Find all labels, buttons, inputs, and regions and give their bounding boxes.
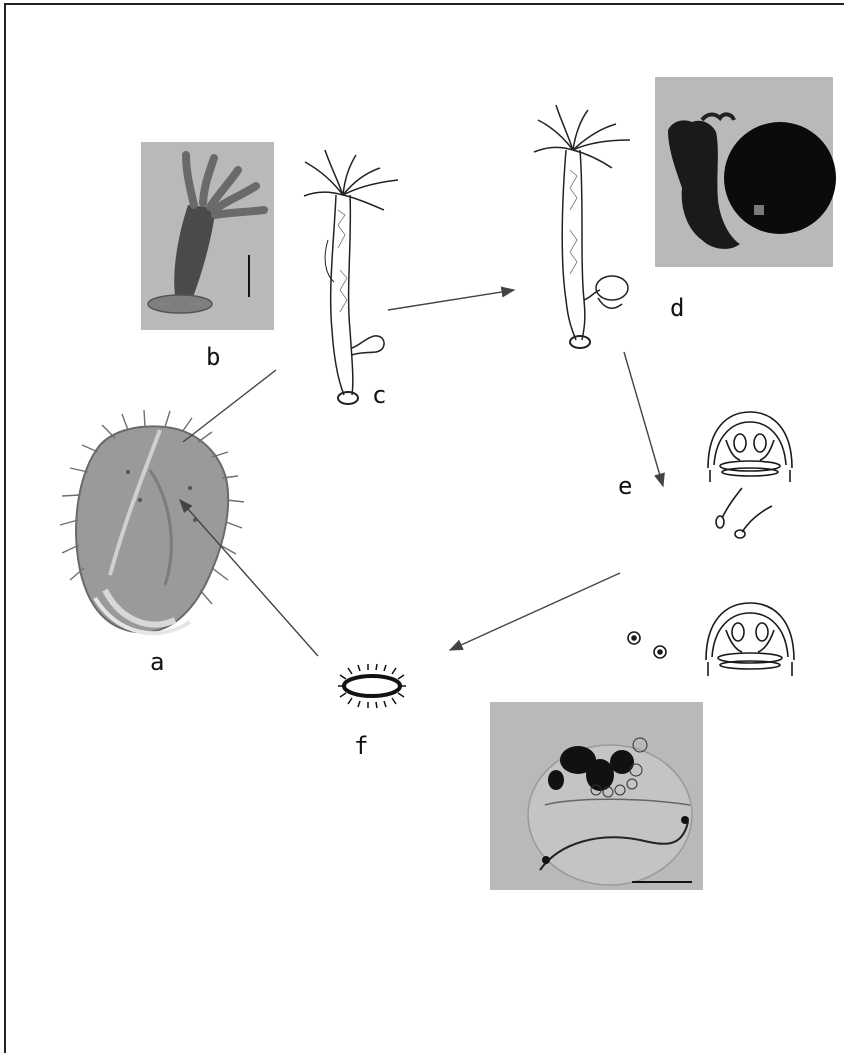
cycle-arrows bbox=[180, 290, 663, 656]
medusa-upper bbox=[708, 412, 792, 482]
arrow-d-to-e bbox=[624, 352, 663, 486]
label-a: a bbox=[150, 650, 164, 674]
eggs bbox=[628, 632, 666, 658]
panel-d-photo bbox=[655, 77, 836, 267]
label-d: d bbox=[670, 296, 684, 320]
sperm-cells bbox=[716, 488, 772, 538]
label-b: b bbox=[206, 345, 220, 369]
arrow-c-to-d bbox=[388, 290, 514, 310]
panel-d-polyp-drawing bbox=[534, 105, 630, 348]
panel-c-polyp-drawing bbox=[304, 150, 398, 404]
label-f: f bbox=[354, 734, 368, 758]
label-c: c bbox=[372, 383, 386, 407]
panel-b-polyp-photo bbox=[141, 142, 274, 330]
panel-f-planula-larva bbox=[338, 664, 406, 708]
medusa-lower bbox=[706, 603, 794, 676]
label-e: e bbox=[618, 474, 632, 498]
arrow-e-to-f bbox=[450, 573, 620, 650]
arrow-a-to-c bbox=[183, 370, 276, 442]
panel-a-adult-organism bbox=[60, 410, 244, 633]
panel-e-medusa-photo bbox=[490, 702, 703, 890]
